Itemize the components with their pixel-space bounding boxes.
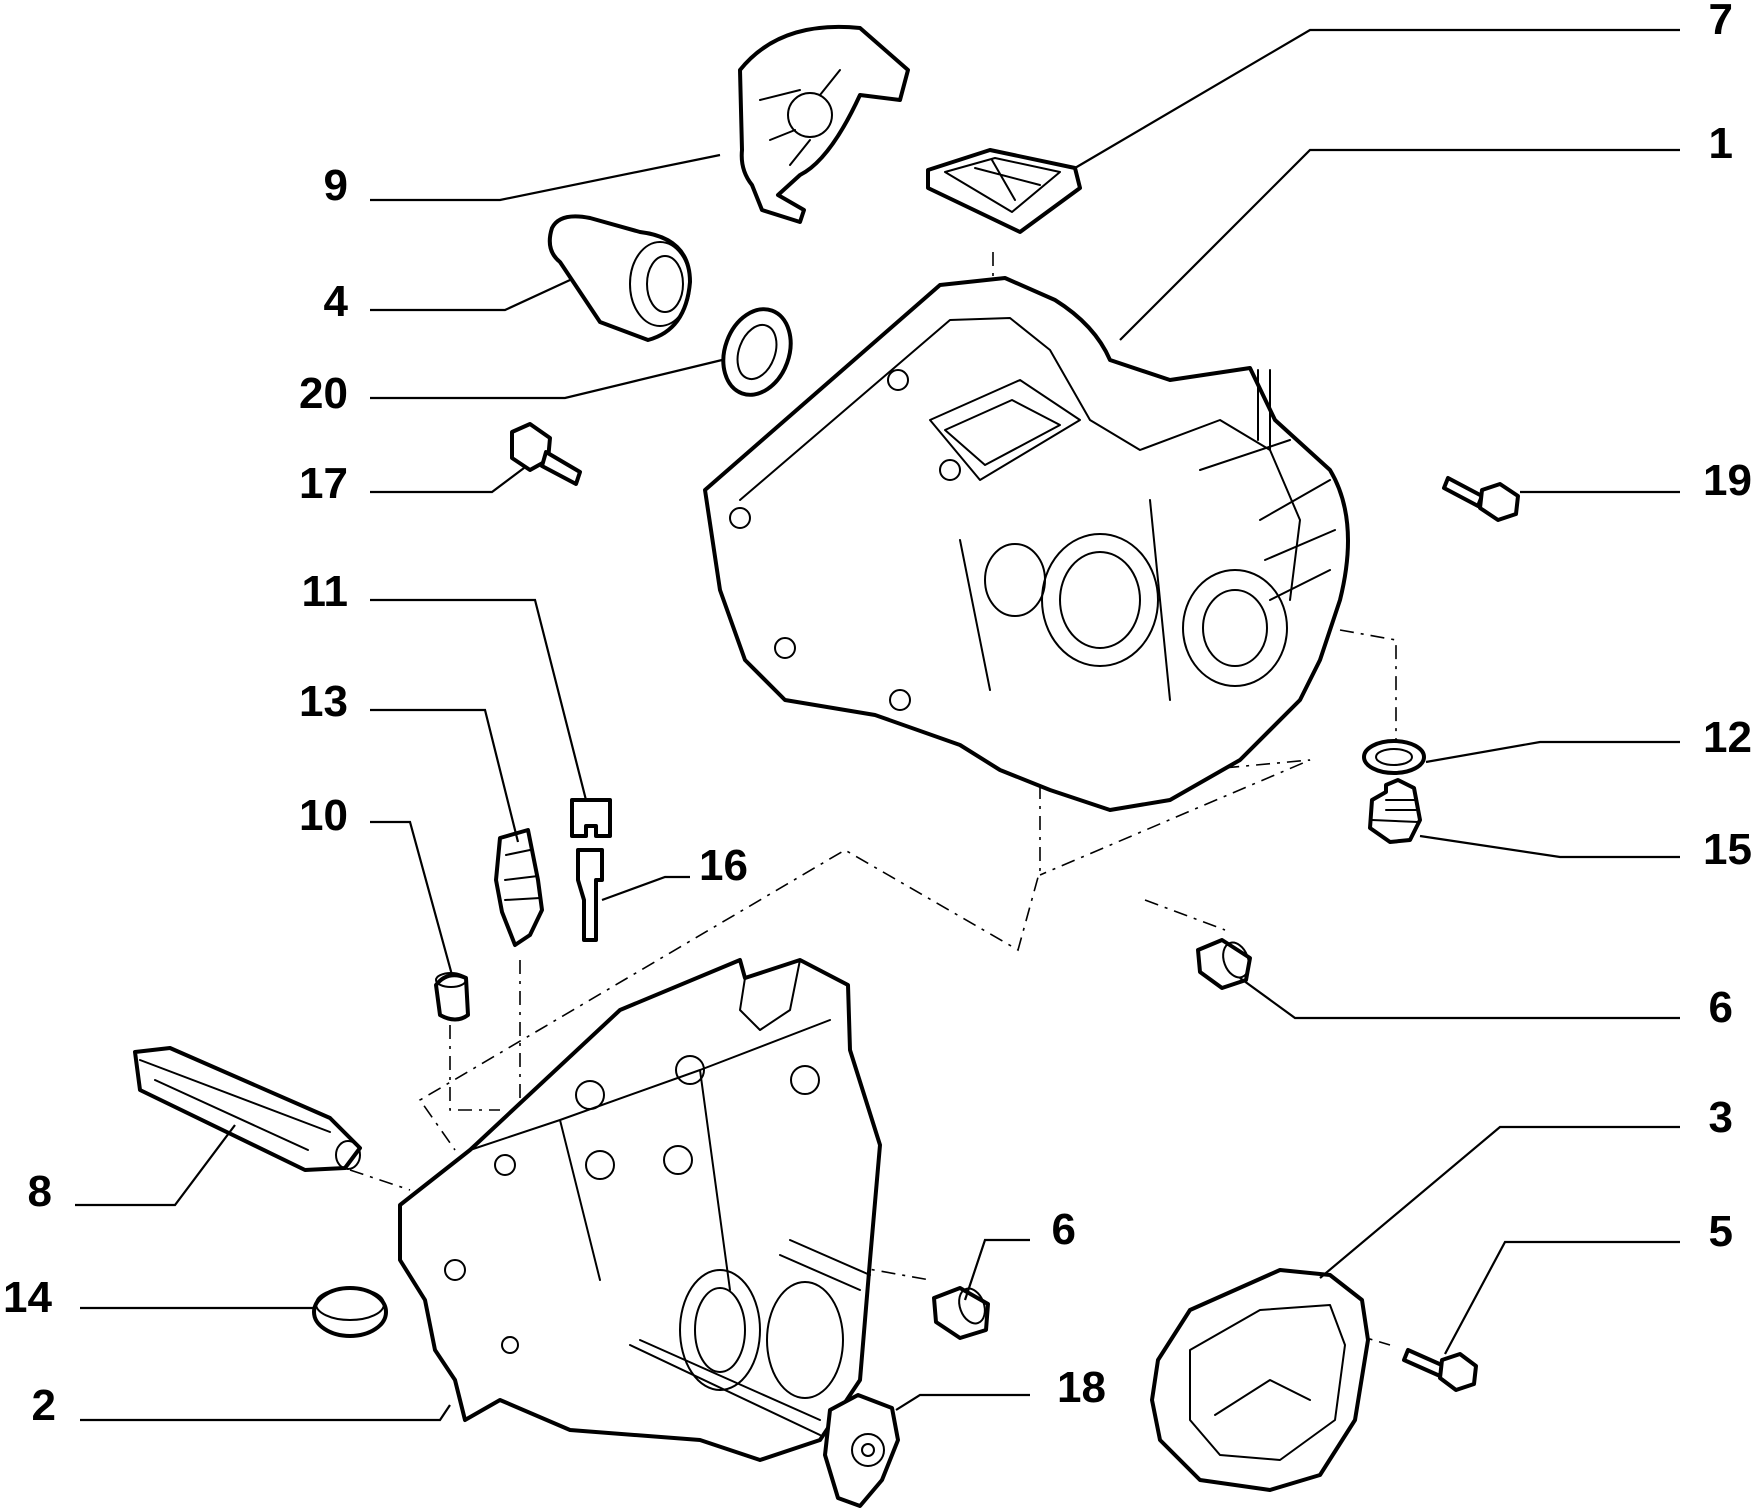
part-18-cover-plate [823,1393,900,1508]
leader-6-lower [963,1238,1030,1301]
leader-8 [75,1124,236,1207]
part-7-filter [926,148,1082,234]
part-17-bolt [510,422,582,486]
part-13-switch [494,828,544,947]
leader-10 [370,820,454,976]
leader-5 [1444,1240,1680,1355]
part-4-guide-sleeve [547,214,692,342]
part-3-side-cover [1150,1268,1370,1492]
callout-2: 2 [32,1381,56,1430]
part-5-screw [1402,1348,1478,1392]
callout-labels: 7 1 9 4 20 17 19 11 13 12 10 16 15 6 3 8… [3,0,1752,1430]
callout-10: 10 [299,791,348,840]
callout-13: 13 [299,677,348,726]
leader-2 [80,1404,451,1422]
callout-3: 3 [1709,1093,1733,1142]
part-16-sensor [576,848,604,942]
part-11-clip [570,798,612,838]
callout-14: 14 [3,1273,52,1322]
leader-11 [370,598,588,801]
leader-15 [1419,834,1680,859]
callout-18: 18 [1057,1363,1106,1412]
part-6-bushing-lower [932,1286,990,1340]
callout-15: 15 [1703,825,1752,874]
leader-18 [895,1393,1030,1411]
callout-11: 11 [301,567,348,616]
callout-1: 1 [1709,119,1733,168]
leader-20 [370,358,723,400]
part-8-strainer [133,1046,362,1172]
part-2-gearbox-housing [398,958,882,1462]
callout-8: 8 [28,1167,52,1216]
leader-lines [75,28,1680,1422]
leader-9 [370,153,721,202]
leader-17 [370,467,525,494]
leader-6-upper [1239,977,1680,1020]
leader-7 [1074,28,1680,169]
callout-6-lower: 6 [1052,1205,1076,1254]
callout-9: 9 [324,161,348,210]
part-19-screw [1442,476,1520,522]
part-9-shield [738,24,910,224]
callout-16: 16 [699,841,748,890]
part-10-dowel [434,972,470,1022]
part-15-plug [1368,778,1422,844]
callout-20: 20 [299,369,348,418]
leader-16 [601,875,690,902]
callout-19: 19 [1703,456,1752,505]
callout-17: 17 [299,459,348,508]
callout-6-upper: 6 [1709,983,1733,1032]
leader-4 [370,279,571,312]
callout-5: 5 [1709,1207,1733,1256]
callout-4: 4 [324,277,349,326]
part-1-housing [703,276,1350,812]
part-12-oring [1362,739,1426,775]
part-6-bushing-upper [1196,938,1252,990]
part-20-seal [721,307,793,397]
part-14-cap [312,1286,388,1338]
leader-12 [1425,740,1680,764]
callout-12: 12 [1703,713,1752,762]
leader-3 [1319,1125,1680,1279]
callout-7: 7 [1709,0,1733,44]
leader-13 [370,708,520,843]
leader-1 [1119,148,1680,341]
